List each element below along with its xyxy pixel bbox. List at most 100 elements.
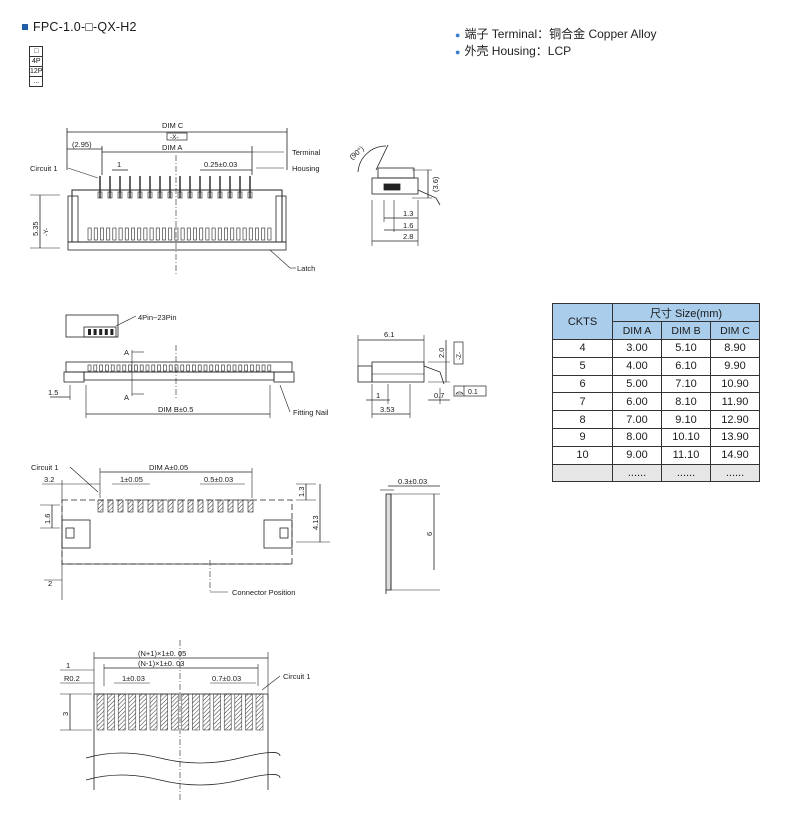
- top-view-contacts: [87, 227, 272, 241]
- cell-dim-b: ......: [661, 463, 711, 483]
- fpc-side-view: [380, 485, 440, 594]
- variant-more: ...: [28, 76, 44, 87]
- contact-slot: [106, 227, 111, 241]
- terminal-foot: [227, 191, 233, 199]
- dim-6-1-label: 6.1: [384, 330, 394, 339]
- pcb-pad: [107, 499, 114, 513]
- dim-1-3-pcb-label: 1.3: [297, 487, 306, 497]
- dim-a-tol-label: DIM A±0.05: [149, 463, 188, 472]
- pcb-pad: [177, 499, 184, 513]
- terminal-foot: [157, 191, 163, 199]
- front-pin: [128, 364, 132, 372]
- contact-slot: [131, 227, 135, 241]
- fpc-finger: [192, 693, 200, 731]
- fpc-finger: [128, 693, 137, 731]
- cell-dim-c: 14.90: [710, 445, 760, 465]
- top-view-pins: [97, 176, 253, 199]
- fpc-finger: [245, 693, 253, 731]
- terminal-foot: [237, 191, 243, 199]
- datum-x-label: -X-: [170, 134, 179, 141]
- dim-1-6-label: 1.6: [403, 221, 413, 230]
- header-ckts: CKTS: [552, 303, 613, 340]
- front-pin: [209, 364, 214, 372]
- pin-range-callout: 4Pin~23Pin: [138, 313, 177, 322]
- dim-5-35-label: 5.35: [31, 221, 40, 236]
- terminal-foot: [147, 191, 153, 199]
- fpc-finger: [117, 693, 126, 731]
- contact-slot: [155, 227, 160, 241]
- contact-slot: [199, 227, 204, 241]
- pcb-pad: [137, 499, 144, 513]
- dim-a-label: DIM A: [162, 143, 182, 152]
- fpc-side-labels: 0.3±0.03 6: [398, 477, 434, 536]
- contact-slot: [143, 227, 148, 241]
- fitting-nail-callout: Fitting Nail: [293, 408, 329, 417]
- pcb-pad: [247, 499, 254, 513]
- contact-slot: [162, 227, 166, 241]
- pcb-pads: [97, 499, 254, 513]
- terminal-foot: [197, 191, 203, 199]
- title-bullet-icon: [22, 23, 28, 30]
- contact-slot: [186, 227, 191, 241]
- dim-1-6-pcb-label: 1.6: [43, 514, 52, 524]
- front-pin: [215, 364, 219, 372]
- contact-slot: [217, 227, 222, 241]
- cell-dim-c: 10.90: [710, 374, 760, 394]
- front-pin: [221, 364, 225, 372]
- contact-slot: [149, 227, 154, 241]
- front-pin: [163, 364, 167, 372]
- detail-pin: [93, 329, 97, 335]
- housing-callout: Housing: [292, 164, 320, 173]
- front-pin: [180, 364, 185, 372]
- contact-slot: [261, 227, 266, 241]
- fpc-finger: [139, 693, 147, 731]
- front-pin: [157, 364, 161, 372]
- contact-slot: [242, 227, 247, 241]
- n-minus-1-label: (N-1)×1±0. 03: [138, 659, 184, 668]
- dim-2-95-label: (2.95): [72, 140, 92, 149]
- material-terminal: ●端子 Terminal：铜合金 Copper Alloy: [455, 27, 657, 41]
- cell-dim-c: ......: [710, 463, 760, 483]
- fpc-finger: [96, 693, 105, 731]
- front-pin: [186, 364, 190, 372]
- detail-pin: [110, 329, 114, 335]
- cell-dim-a: 5.00: [612, 374, 662, 394]
- table-row: ..................: [552, 463, 760, 483]
- dim-b-label: DIM B±0.5: [158, 405, 193, 414]
- pcb-pad: [127, 499, 134, 513]
- bullet-icon: ●: [455, 30, 461, 40]
- header-dim-a: DIM A: [612, 321, 662, 340]
- dim-3-6-label: (3.6): [431, 176, 440, 192]
- dim-2-0-label: 2.0: [437, 348, 446, 358]
- dim-3-2-label: 3.2: [44, 475, 54, 484]
- front-pin: [192, 364, 196, 372]
- terminal-foot: [217, 191, 223, 199]
- front-pin: [238, 364, 243, 372]
- front-pin: [139, 364, 144, 372]
- terminal-foot: [247, 191, 253, 199]
- pcb-pad: [227, 499, 234, 513]
- cell-dim-b: 8.10: [661, 392, 711, 412]
- angle-90-label: (90°): [348, 144, 367, 162]
- detail-pin: [88, 329, 91, 335]
- header-dim-b: DIM B: [661, 321, 711, 340]
- pcb-pad: [237, 499, 244, 513]
- pcb-layout-view: [40, 466, 330, 600]
- contact-slot: [180, 227, 185, 241]
- dim-4-13-label: 4.13: [311, 515, 320, 530]
- contact-slot: [93, 227, 98, 241]
- terminal-foot: [127, 191, 133, 199]
- pcb-pad: [167, 499, 174, 513]
- contact-slot: [224, 227, 228, 241]
- pitch-0-25-label: 0.25±0.03: [204, 160, 237, 169]
- cell-ckts: 7: [552, 392, 613, 412]
- contact-slot: [87, 227, 92, 241]
- dim-2-8-label: 2.8: [403, 232, 413, 241]
- dim-1-3-label: 1.3: [403, 209, 413, 218]
- contact-slot: [174, 227, 179, 241]
- fpc-finger: [234, 693, 243, 731]
